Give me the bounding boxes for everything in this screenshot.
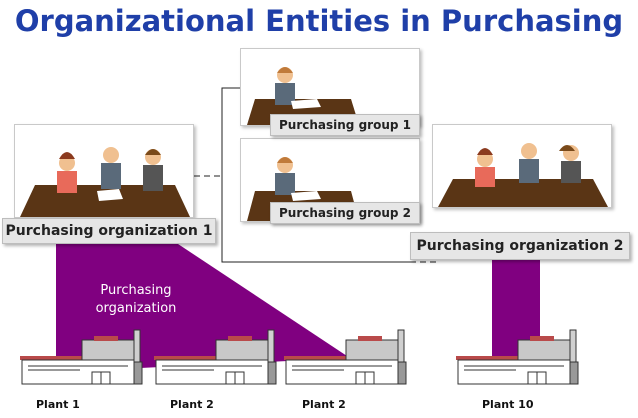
purchasing-org-1-area: [56, 240, 350, 372]
plant-label-4: Plant 10: [482, 398, 534, 411]
group-connector-line: [221, 87, 410, 263]
plant-label-3: Plant 2: [302, 398, 346, 411]
purchasing-org-1-label: Purchasing organization 1: [2, 218, 216, 244]
purchasing-organization-area-label: Purchasing organization: [76, 282, 196, 318]
area-label-line2: organization: [95, 301, 177, 316]
plant-label-1: Plant 1: [36, 398, 80, 411]
purchasing-org-2-label: Purchasing organization 2: [410, 232, 630, 260]
meeting-illustration-icon-2: [438, 143, 608, 207]
meeting-picture-org-2: [432, 124, 612, 208]
purchasing-group-2-label: Purchasing group 2: [270, 202, 420, 224]
meeting-illustration-icon: [20, 147, 190, 217]
diagram-title: Organizational Entities in Purchasing: [14, 4, 624, 38]
area-label-line1: Purchasing: [100, 283, 172, 298]
meeting-picture-org-1: [14, 124, 194, 218]
purchasing-group-1-label: Purchasing group 1: [270, 114, 420, 136]
plant-label-2: Plant 2: [170, 398, 214, 411]
